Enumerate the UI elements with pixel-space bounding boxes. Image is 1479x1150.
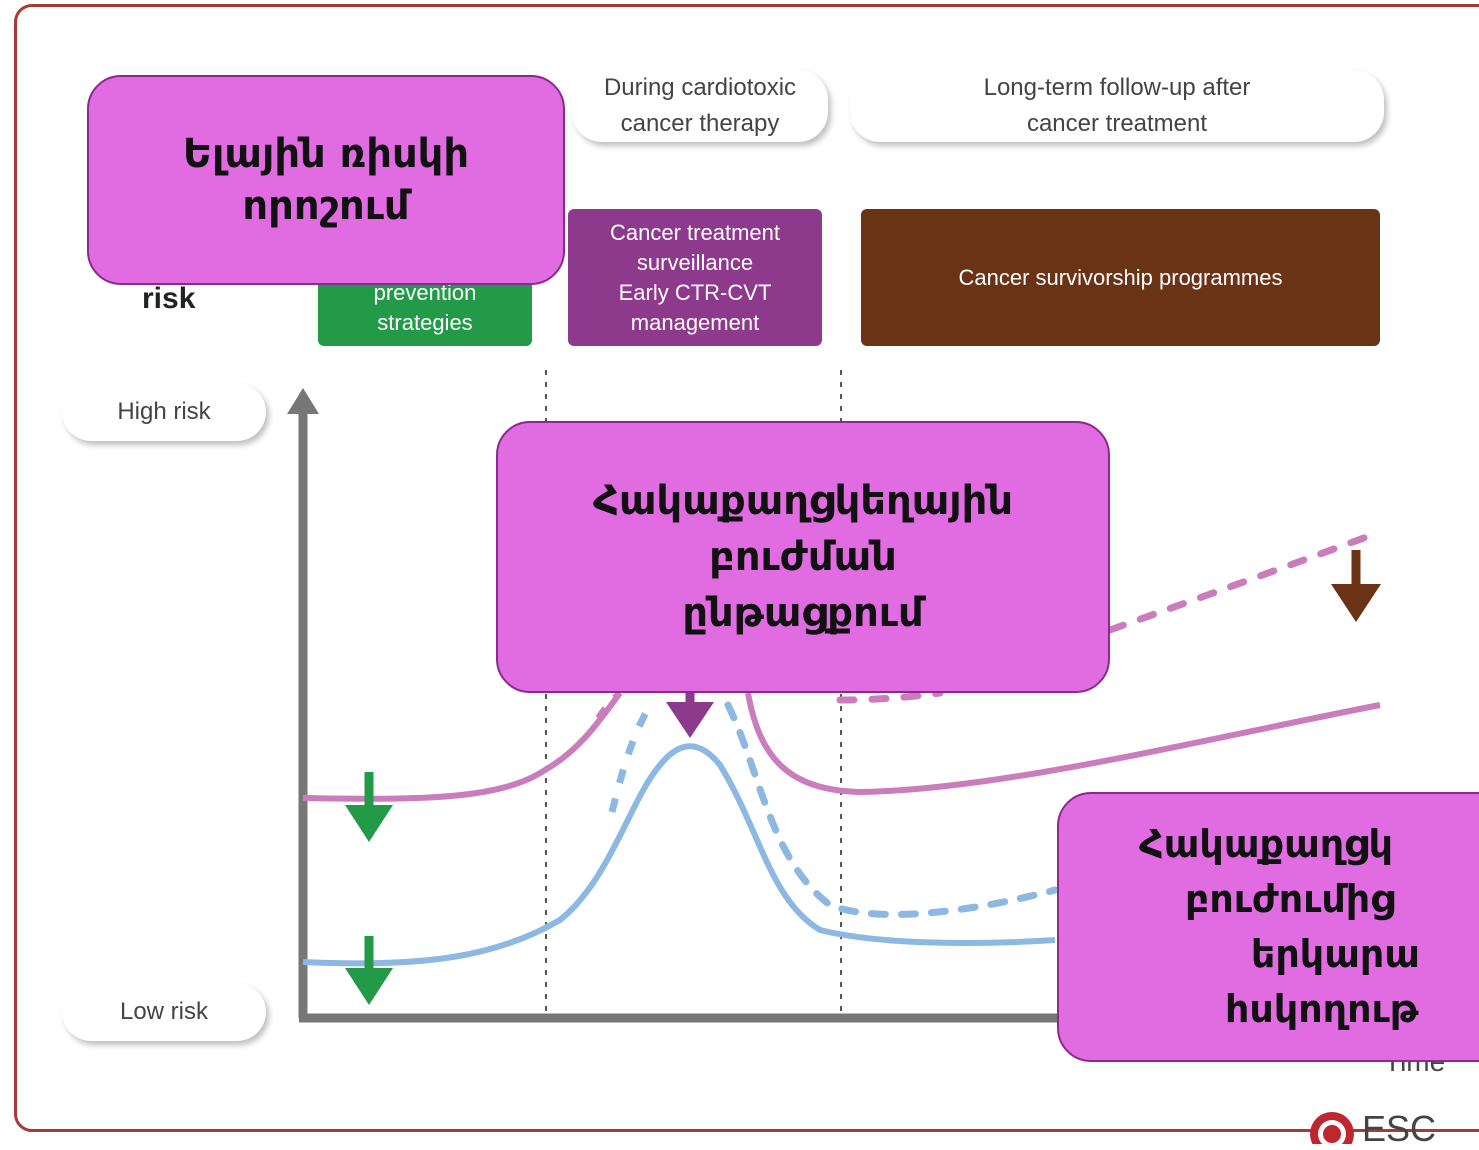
pink-dashed-curve xyxy=(1106,528,1384,634)
brown-arrow xyxy=(1331,550,1381,622)
callout-during: Հակաքաղցկեղային բուժման ընթացքում xyxy=(496,421,1110,693)
green-arrow-lower xyxy=(345,936,393,1005)
phase-longterm-label: Long-term follow-up after cancer treatme… xyxy=(983,74,1251,137)
high-risk-label: High risk xyxy=(117,398,211,425)
callout-baseline-line-2: որոշում xyxy=(242,183,410,229)
surveillance-line-3: Early CTR-CVT xyxy=(618,279,772,305)
phase-during-label: During cardiotoxic cancer therapy xyxy=(603,74,797,137)
callout-after-line-1: Հակաքաղցկ xyxy=(1139,822,1394,866)
purple-arrow xyxy=(666,690,714,738)
high-risk-pill: High risk xyxy=(62,383,266,441)
green-arrow-upper xyxy=(345,772,393,842)
callout-after-line-4: հսկողութ xyxy=(1225,987,1419,1031)
low-risk-label: Low risk xyxy=(119,998,209,1025)
callout-after-line-2: բուժումից xyxy=(1185,877,1395,921)
callout-after: Հակաքաղցկ բուժումից երկարա հսկողութ xyxy=(1057,792,1479,1062)
surveillance-line-4: management xyxy=(630,309,760,335)
pink-solid-curve-right xyxy=(745,692,1381,796)
survivorship-label: Cancer survivorship programmes xyxy=(958,264,1283,290)
blue-dashed-curve xyxy=(608,703,654,813)
heart-icon xyxy=(1310,1112,1354,1144)
callout-during-line-2: բուժման xyxy=(709,534,897,580)
blue-dashed-curve-right xyxy=(724,701,1059,918)
pink-dashed-curve-mid xyxy=(836,689,944,704)
callout-baseline-line-1: Ելային ռիսկի xyxy=(182,131,470,177)
blue-solid-curve xyxy=(302,743,1056,967)
callout-during-line-3: ընթացքում xyxy=(682,590,924,636)
pink-solid-curve xyxy=(302,691,623,802)
risk-label: risk xyxy=(142,282,196,315)
callout-during-line-1: Հակաքաղցկեղային xyxy=(592,478,1014,524)
callout-after-line-3: երկարա xyxy=(1251,932,1420,976)
surveillance-box: Cancer treatment surveillance Early CTR-… xyxy=(568,209,822,346)
y-axis-arrowhead xyxy=(287,388,319,414)
esc-logo: ESC xyxy=(1300,1100,1479,1149)
phase-longterm-pill: Long-term follow-up after cancer treatme… xyxy=(850,70,1384,142)
surveillance-line-1: Cancer treatment xyxy=(610,219,780,245)
phase-during-pill: During cardiotoxic cancer therapy xyxy=(572,70,828,142)
figure-frame xyxy=(14,4,1479,1132)
low-risk-pill: Low risk xyxy=(62,983,266,1041)
callout-baseline: Ելային ռիսկի որոշում xyxy=(87,75,565,285)
esc-logo-text: ESC xyxy=(1362,1108,1437,1149)
surveillance-line-2: surveillance xyxy=(636,249,754,275)
survivorship-box: Cancer survivorship programmes xyxy=(861,209,1380,346)
